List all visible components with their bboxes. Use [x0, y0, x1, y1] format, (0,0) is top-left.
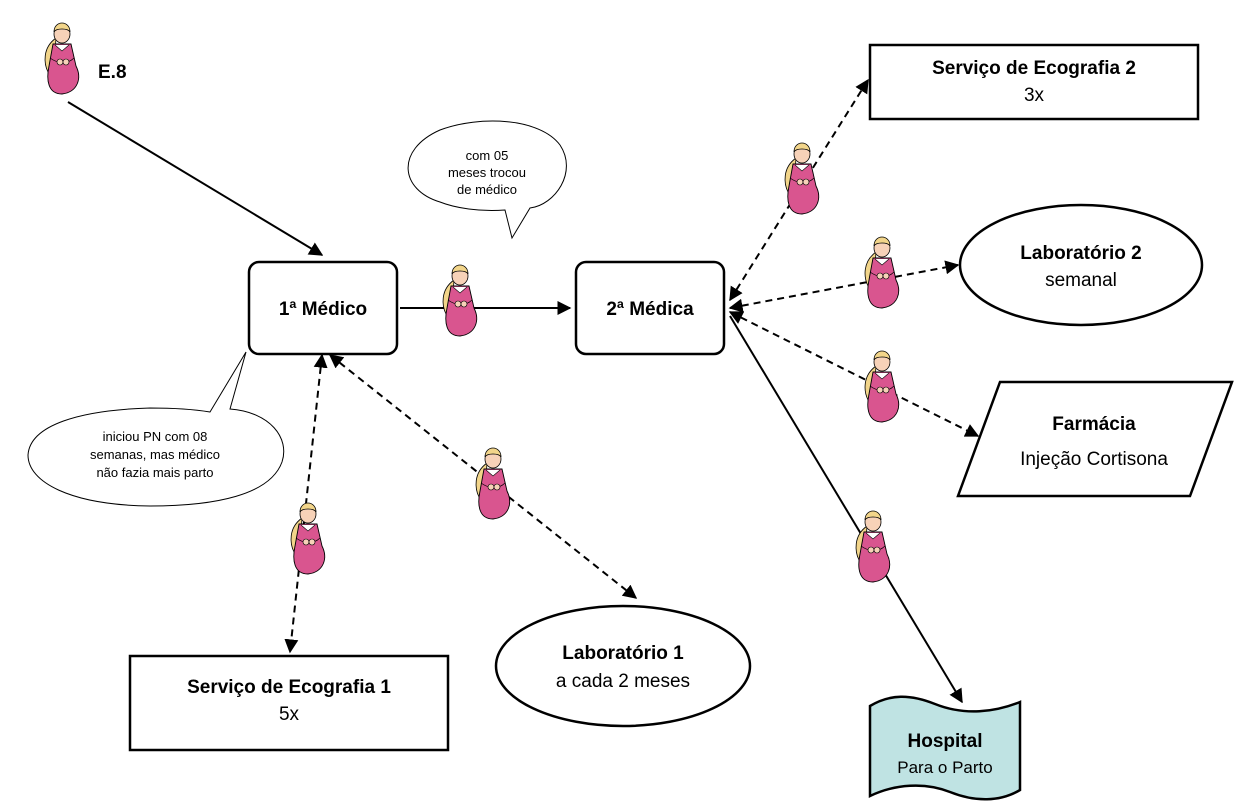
edge-medica2-hospital [729, 315, 963, 704]
node-ecografia2-title: Serviço de Ecografia 2 [932, 58, 1136, 79]
node-medico1-label: 1ª Médico [279, 299, 367, 320]
callout-inicio-line-1: iniciou PN com 08 [103, 429, 208, 444]
pregnant-woman-icon [44, 22, 80, 95]
callout-inicio-line-2: semanas, mas médico [90, 447, 220, 462]
pregnant-woman-icon [855, 510, 891, 583]
node-farmacia: Farmácia Injeção Cortisona [956, 380, 1234, 498]
node-laboratorio1: Laboratório 1 a cada 2 meses [494, 604, 752, 728]
node-ecografia2: Serviço de Ecografia 2 3x [868, 43, 1200, 121]
callout-inicio-line-3: não fazia mais parto [96, 465, 213, 480]
node-ecografia1-title: Serviço de Ecografia 1 [187, 677, 391, 698]
node-laboratorio2-title: Laboratório 2 [1020, 243, 1141, 264]
patient-label: E.8 [98, 62, 127, 83]
callout-troca-medico: com 05 meses trocou de médico [407, 120, 567, 240]
node-ecografia1-subtitle: 5x [279, 704, 300, 725]
pregnant-woman-icon [475, 447, 511, 520]
edge-medica2-laboratorio2 [728, 260, 960, 313]
pregnant-woman-icon [864, 236, 900, 309]
node-medica2: 2ª Médica [574, 260, 726, 356]
node-hospital: Hospital Para o Parto [868, 695, 1022, 801]
callout-inicio-pn: iniciou PN com 08 semanas, mas médico nã… [27, 351, 285, 507]
node-laboratorio1-title: Laboratório 1 [562, 643, 684, 664]
pregnant-woman-icon [864, 350, 900, 423]
pregnant-woman-icon [784, 142, 820, 215]
node-ecografia1: Serviço de Ecografia 1 5x [128, 654, 450, 752]
edge-e8-to-medico1 [67, 101, 324, 256]
edge-medica2-farmacia [728, 311, 980, 437]
edge-medica2-ecografia2 [729, 78, 869, 302]
node-farmacia-title: Farmácia [1052, 414, 1136, 435]
node-laboratorio2-subtitle: semanal [1045, 270, 1117, 291]
node-laboratorio2: Laboratório 2 semanal [958, 203, 1204, 327]
node-farmacia-subtitle: Injeção Cortisona [1020, 449, 1168, 470]
node-hospital-subtitle: Para o Parto [897, 758, 992, 777]
node-medico1: 1ª Médico [247, 260, 399, 356]
node-laboratorio1-subtitle: a cada 2 meses [556, 671, 690, 692]
node-hospital-title: Hospital [908, 731, 983, 752]
pregnant-woman-icon [290, 502, 326, 575]
callout-troca-line-2: meses trocou [448, 165, 526, 180]
node-ecografia2-subtitle: 3x [1024, 85, 1045, 106]
node-medica2-label: 2ª Médica [606, 299, 694, 320]
callout-troca-line-1: com 05 [466, 148, 509, 163]
pregnant-woman-icon [442, 264, 478, 337]
callout-troca-line-3: de médico [457, 182, 517, 197]
